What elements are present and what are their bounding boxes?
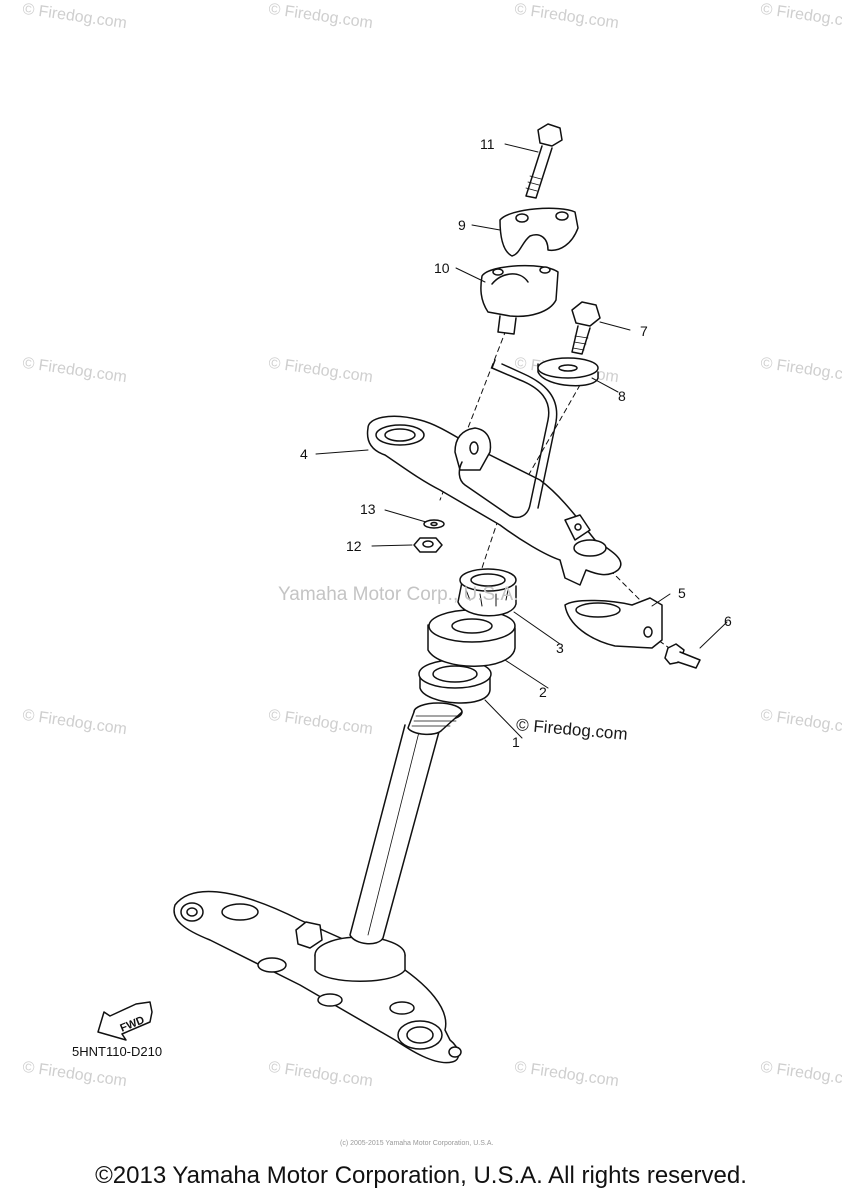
part-13-washer bbox=[423, 519, 445, 529]
part-6-bolt bbox=[664, 643, 701, 669]
part-2-bearing bbox=[427, 609, 516, 667]
part-10-handlebar-holder-lower bbox=[480, 264, 559, 335]
callout-12: 12 bbox=[346, 538, 362, 554]
callout-5: 5 bbox=[678, 585, 686, 601]
callout-6: 6 bbox=[724, 613, 732, 629]
part-7-bolt bbox=[571, 301, 601, 355]
leader-lines bbox=[315, 143, 728, 739]
part-4-upper-bracket bbox=[366, 415, 622, 586]
callout-10: 10 bbox=[434, 260, 450, 276]
callout-4: 4 bbox=[300, 446, 308, 462]
part-12-nut bbox=[413, 537, 443, 553]
part-9-handlebar-holder-upper bbox=[499, 207, 579, 257]
part-11-bolt bbox=[525, 123, 563, 199]
callout-11: 11 bbox=[480, 136, 495, 152]
callout-8: 8 bbox=[618, 388, 626, 404]
part-5-clamp bbox=[564, 597, 663, 649]
part-8-washer bbox=[537, 357, 599, 387]
lower-bracket-steering-stem bbox=[173, 702, 463, 1064]
fine-print: (c) 2005-2015 Yamaha Motor Corporation, … bbox=[340, 1140, 494, 1147]
callout-7: 7 bbox=[640, 323, 648, 339]
center-watermark: Yamaha Motor Corp., U.S.A. bbox=[278, 584, 519, 605]
cable-guide-wire bbox=[458, 359, 558, 519]
callout-2: 2 bbox=[539, 684, 547, 700]
callout-3: 3 bbox=[556, 640, 564, 656]
fwd-arrow-icon: FWD bbox=[97, 1001, 153, 1041]
callout-1: 1 bbox=[512, 734, 520, 750]
copyright-notice: ©2013 Yamaha Motor Corporation, U.S.A. A… bbox=[95, 1162, 747, 1189]
diagram-code: 5HNT110-D210 bbox=[72, 1044, 163, 1059]
part-3-ring-nut bbox=[457, 568, 517, 617]
callout-9: 9 bbox=[458, 217, 466, 233]
callout-13: 13 bbox=[360, 501, 376, 517]
